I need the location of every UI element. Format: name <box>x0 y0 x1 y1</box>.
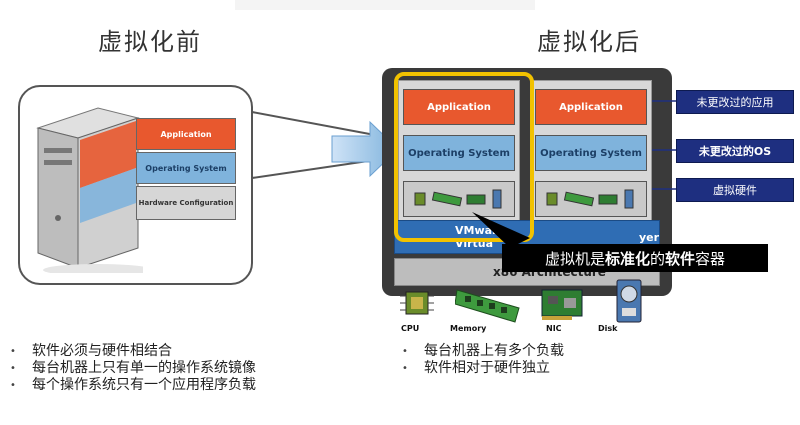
bullet-right-text: 软件相对于硬件独立 <box>424 360 550 376</box>
cpu-icon <box>400 291 434 315</box>
before-layer-hardware: Hardware Configuration <box>136 186 236 220</box>
vm1-hardware-icons <box>414 189 502 209</box>
callout-bold-2: 软件 <box>665 249 696 268</box>
bullets-left: •软件必须与硬件相结合 •每台机器上只有单一的操作系统镜像 •每个操作系统只有一… <box>8 343 256 394</box>
vm2-virtual-hardware <box>535 181 647 217</box>
tag-unchanged-os: 未更改过的OS <box>676 139 794 163</box>
title-after: 虚拟化后 <box>537 28 641 56</box>
top-banner <box>235 0 535 10</box>
hw-label-memory: Memory <box>450 324 487 333</box>
bullet-right-text: 每台机器上有多个负载 <box>424 343 564 359</box>
vmware-layer-tail: yer <box>638 230 659 244</box>
title-before: 虚拟化前 <box>98 28 202 56</box>
hw-label-disk: Disk <box>598 324 618 333</box>
callout-prefix: 虚拟机是 <box>544 249 605 268</box>
vm-highlight-box <box>394 72 534 242</box>
vm1-application: Application <box>403 89 515 125</box>
bubble-connector <box>251 111 376 179</box>
tag-virtual-hardware: 虚拟硬件 <box>676 178 794 202</box>
callout-suffix: 容器 <box>695 249 726 268</box>
server-icon <box>36 107 143 273</box>
callout-bold-1: 标准化 <box>604 249 650 268</box>
callout-pointer <box>472 212 530 248</box>
vm2-os: Operating System <box>535 135 647 171</box>
vm1-os: Operating System <box>403 135 515 171</box>
vm-1: Application Operating System <box>398 80 520 240</box>
list-item: •每个操作系统只有一个应用程序负载 <box>10 377 256 393</box>
disk-icon <box>616 279 642 323</box>
vm2-application: Application <box>535 89 647 125</box>
memory-icon <box>455 289 520 323</box>
before-layer-application: Application <box>136 118 236 150</box>
callout-box: 虚拟机是标准化的软件容器 <box>502 244 768 272</box>
callout-mid: 的 <box>649 249 665 268</box>
list-item: •每台机器上只有单一的操作系统镜像 <box>10 360 256 376</box>
tag-connectors <box>652 100 678 190</box>
bullets-right: •每台机器上有多个负载 •软件相对于硬件独立 <box>400 343 564 377</box>
list-item: •软件必须与硬件相结合 <box>10 343 172 359</box>
bullet-left-text: 每个操作系统只有一个应用程序负载 <box>32 377 256 393</box>
bullet-left-text: 软件必须与硬件相结合 <box>32 343 172 359</box>
list-item: •每台机器上有多个负载 <box>402 343 564 359</box>
hw-label-nic: NIC <box>546 324 562 333</box>
nic-icon <box>541 289 583 320</box>
tag-unchanged-app: 未更改过的应用 <box>676 90 794 114</box>
bullet-left-text: 每台机器上只有单一的操作系统镜像 <box>32 360 256 376</box>
list-item: •软件相对于硬件独立 <box>402 360 550 376</box>
before-layer-os: Operating System <box>136 152 236 184</box>
vm2-hardware-icons <box>546 189 634 209</box>
hw-label-cpu: CPU <box>401 324 420 333</box>
vm1-virtual-hardware <box>403 181 515 217</box>
